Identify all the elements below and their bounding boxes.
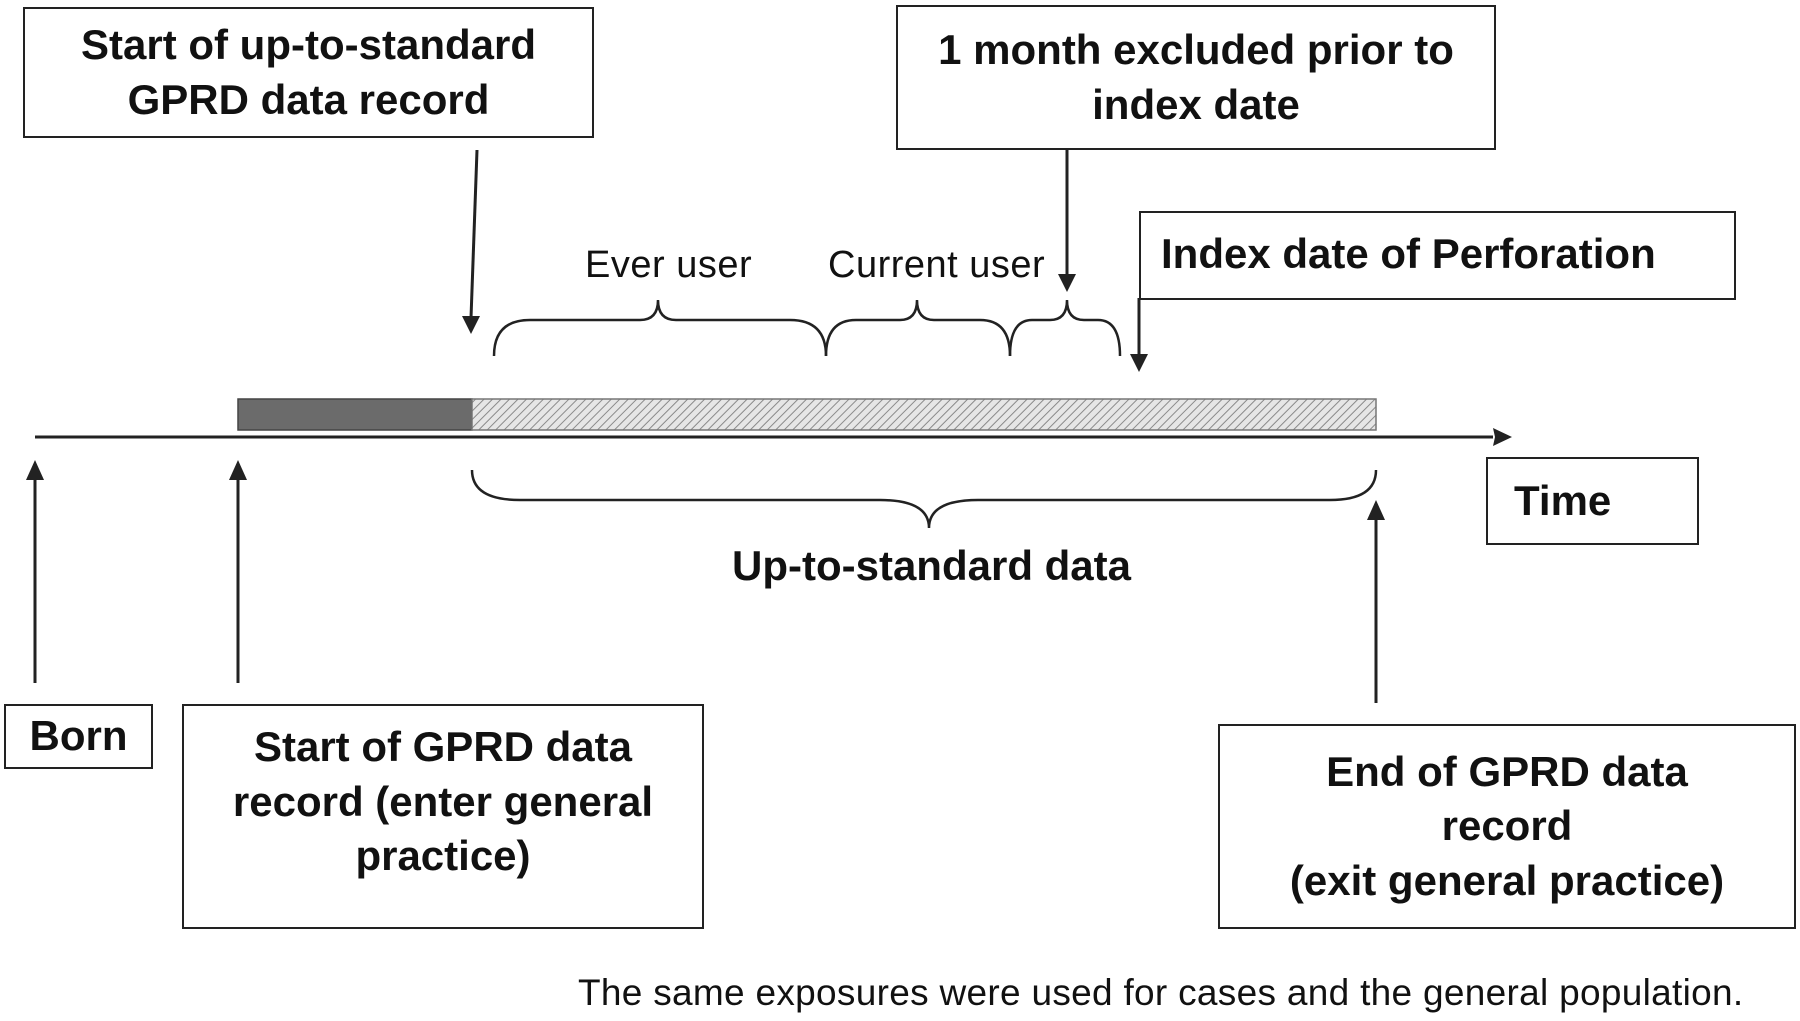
- up-to-standard-hatched-bar: [471, 398, 1377, 431]
- index-date-arrow: [1130, 298, 1148, 372]
- born-box: Born: [4, 704, 153, 769]
- current-user-brace: [824, 299, 1012, 357]
- end-gprd-box: End of GPRD data record (exit general pr…: [1218, 724, 1796, 929]
- one-month-excluded-arrow: [1058, 150, 1076, 292]
- start-gprd-arrow: [229, 460, 247, 683]
- ever-user-label: Ever user: [585, 244, 753, 286]
- footnote: The same exposures were used for cases a…: [578, 972, 1744, 1013]
- up-to-standard-data-label: Up-to-standard data: [732, 542, 1131, 589]
- start-gprd-box: Start of GPRD data record (enter general…: [182, 704, 704, 929]
- start-up-to-standard-arrow: [462, 149, 480, 334]
- excluded-month-brace: [1008, 299, 1122, 357]
- pre-standard-record-bar: [237, 398, 473, 431]
- start-up-to-standard-box: Start of up-to-standard GPRD data record: [23, 7, 594, 138]
- end-gprd-arrow: [1367, 500, 1385, 703]
- time-box: Time: [1486, 457, 1699, 545]
- ever-user-brace: [492, 299, 828, 357]
- born-arrow: [26, 460, 44, 683]
- one-month-excluded-box: 1 month excluded prior to index date: [896, 5, 1496, 150]
- time-axis-arrowhead: [1493, 428, 1512, 446]
- index-date-box: Index date of Perforation: [1139, 211, 1736, 300]
- up-to-standard-brace: [470, 469, 1378, 529]
- current-user-label: Current user: [828, 244, 1046, 286]
